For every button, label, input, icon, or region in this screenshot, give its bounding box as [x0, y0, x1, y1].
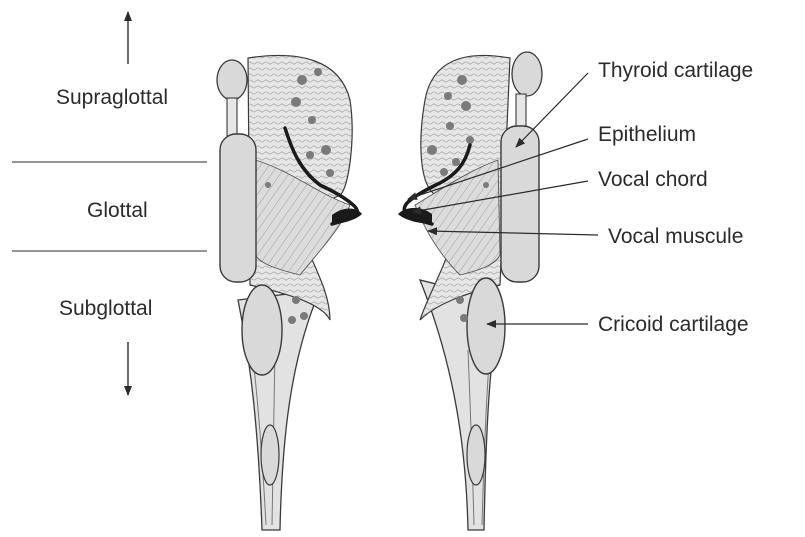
- right-vocal-fold-section: [398, 52, 542, 530]
- left-vocal-fold-section: [217, 55, 362, 530]
